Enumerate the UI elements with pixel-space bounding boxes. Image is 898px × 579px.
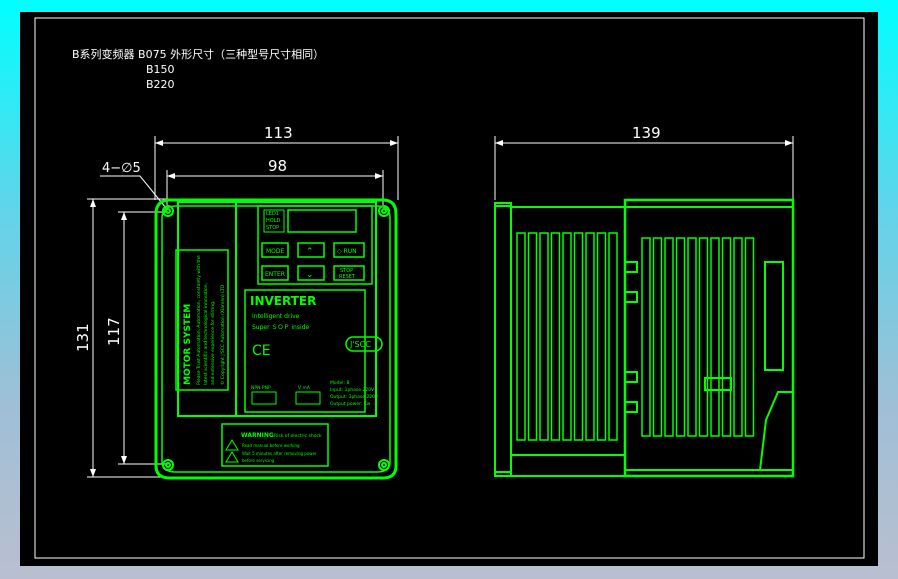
led-label-3: STOP xyxy=(266,225,279,231)
housing-vent xyxy=(652,237,663,437)
ce-mark: CE xyxy=(252,343,271,359)
dim-side-depth: 139 xyxy=(632,124,661,142)
warning-line-2: Wait 5 minutes after removing power xyxy=(242,451,317,456)
product-name: INVERTER xyxy=(250,294,316,308)
side-label-text-3: and extensive experience for stirring. xyxy=(210,301,216,385)
up-arrow-key[interactable]: ⌃ xyxy=(306,247,314,257)
heatsink-fin xyxy=(596,232,607,441)
switch-v-ma-label: V mA xyxy=(298,385,311,391)
side-dimensions xyxy=(494,136,794,200)
front-view xyxy=(154,198,398,480)
housing-vent xyxy=(641,237,651,437)
brand-logo: J'SCC xyxy=(349,340,371,349)
warning-line-3: before servicing xyxy=(242,458,275,463)
warning-line-1: Read manual before working xyxy=(242,443,300,448)
housing-vent xyxy=(664,237,674,437)
side-label-text-2: latest scientific and technological inno… xyxy=(203,283,209,385)
down-arrow-key[interactable]: ⌄ xyxy=(306,270,314,280)
dim-front-width-inner: 98 xyxy=(268,157,287,175)
product-subtitle-1: Intelligent drive xyxy=(252,313,300,320)
side-label-copyright: © Copyright J'SCC Automation (Xiamen) LT… xyxy=(219,284,226,385)
housing-vent xyxy=(687,237,697,437)
heatsink-fin xyxy=(573,232,584,441)
dim-front-height-inner: 117 xyxy=(105,317,123,346)
enter-key[interactable]: ENTER xyxy=(265,271,285,278)
drawing-title: B系列变频器 B075 外形尺寸（三种型号尺寸相同） xyxy=(72,47,324,61)
heatsink-fin xyxy=(516,232,526,441)
heatsink-fin xyxy=(608,232,618,441)
switch-npn-pnp-label: NPN PNP xyxy=(251,385,271,391)
warning-risk: Risk of electric shock xyxy=(274,433,322,439)
housing-vent xyxy=(710,237,720,437)
stop-reset-key-line2[interactable]: RESET xyxy=(339,274,356,280)
heatsink-fins xyxy=(516,232,618,441)
nameplate-model: Model: B xyxy=(330,380,350,386)
nameplate-power: Output power: Kw xyxy=(330,401,371,407)
drawing-title-model-2: B150 xyxy=(146,63,175,76)
nameplate-input: Input: 1phase 220V xyxy=(330,387,375,393)
drawing-title-model-3: B220 xyxy=(146,78,175,91)
nameplate-output: Output: 3phase 220V xyxy=(330,394,379,400)
mode-key[interactable]: MODE xyxy=(266,248,285,255)
housing-vent xyxy=(698,237,709,437)
dim-holes: 4−∅5 xyxy=(102,161,141,176)
housing-vent xyxy=(675,237,686,437)
housing-vents xyxy=(641,237,755,437)
heatsink-fin xyxy=(550,232,561,441)
heatsink-fin xyxy=(585,232,595,441)
housing-vent xyxy=(744,237,755,437)
drawing-border xyxy=(34,17,865,559)
stop-reset-key-line1[interactable]: STOP xyxy=(340,268,353,274)
side-label-brand: MOTOR SYSTEM xyxy=(183,304,193,385)
housing-vent xyxy=(733,237,743,437)
heatsink-fin xyxy=(539,232,549,441)
product-subtitle-2: Super ＳＯＰ inside xyxy=(252,324,309,331)
led-label-2: HOLD xyxy=(266,218,280,224)
heatsink-fin xyxy=(562,232,572,441)
led-label-1: LED1 xyxy=(266,211,279,217)
dim-front-width-outer: 113 xyxy=(264,124,293,142)
side-view xyxy=(494,198,795,478)
housing-vent xyxy=(721,237,732,437)
warning-title: WARNING xyxy=(241,432,274,439)
side-label-text-1: Please Trust Automation, Automation, con… xyxy=(196,255,202,385)
dim-front-height-outer: 131 xyxy=(74,323,92,352)
drawing-canvas xyxy=(20,12,878,566)
run-key[interactable]: ◇ RUN xyxy=(337,248,357,255)
heatsink-fin xyxy=(527,232,538,441)
